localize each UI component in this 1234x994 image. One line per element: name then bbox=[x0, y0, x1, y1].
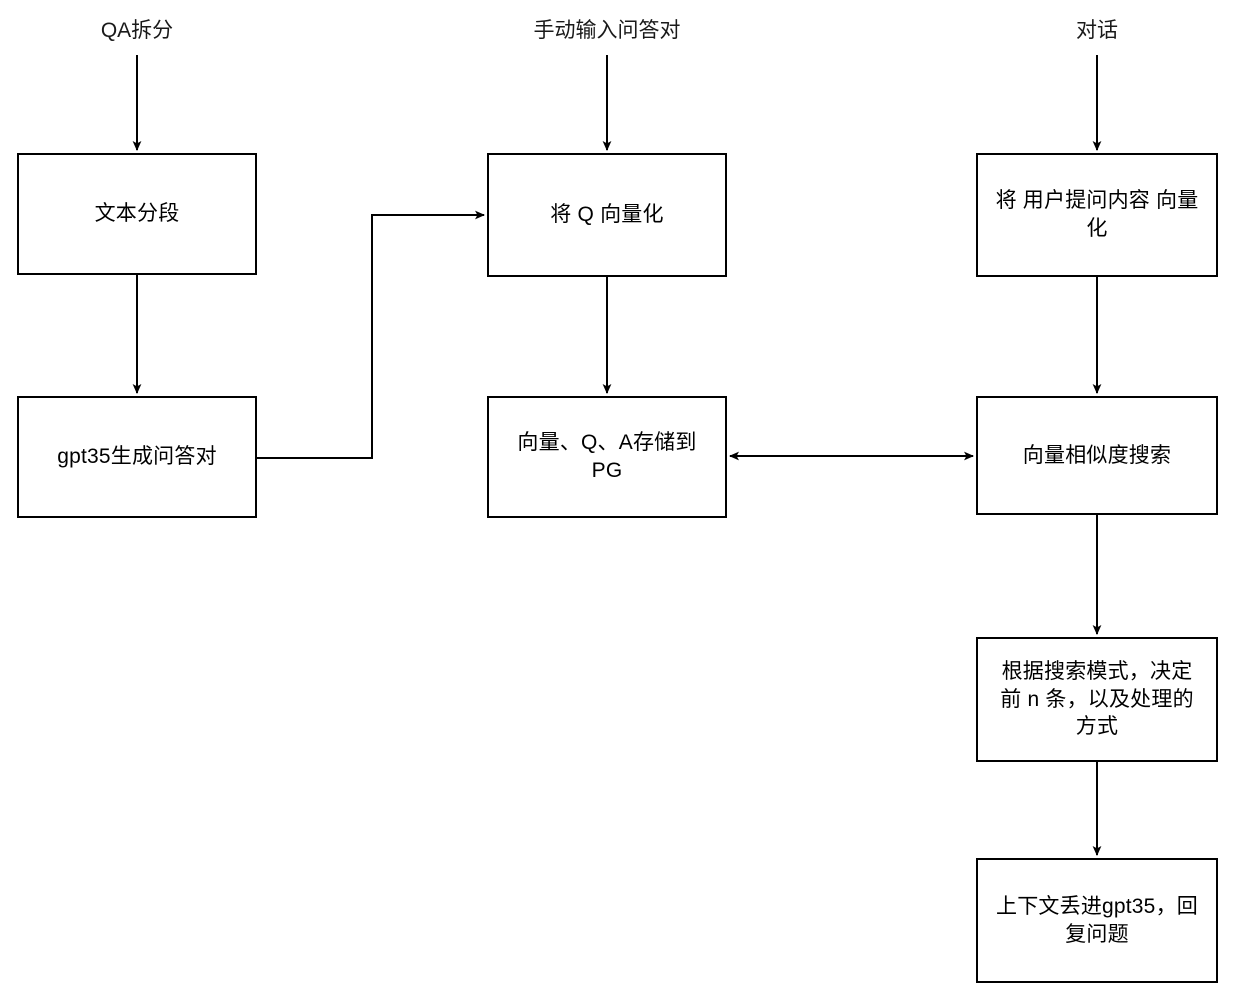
node-vector-similarity-search[interactable]: 向量相似度搜索 bbox=[976, 396, 1218, 515]
entry-label-dialogue: 对话 bbox=[1076, 19, 1118, 42]
node-store-to-pg[interactable]: 向量、Q、A存储到 PG bbox=[487, 396, 727, 518]
entry-label-qa-split: QA拆分 bbox=[100, 19, 174, 42]
node-vectorize-user-question[interactable]: 将 用户提问内容 向量 化 bbox=[976, 153, 1218, 277]
connector-gpt35-to-vectorize-q bbox=[257, 210, 485, 459]
node-context-to-gpt35[interactable]: 上下文丢进gpt35，回 复问题 bbox=[976, 858, 1218, 983]
node-gpt35-generate-qa[interactable]: gpt35生成问答对 bbox=[17, 396, 257, 518]
node-text-chunking[interactable]: 文本分段 bbox=[17, 153, 257, 275]
entry-label-manual-qa: 手动输入问答对 bbox=[533, 19, 681, 42]
node-search-mode-topn[interactable]: 根据搜索模式，决定 前 n 条，以及处理的 方式 bbox=[976, 637, 1218, 762]
node-vectorize-q[interactable]: 将 Q 向量化 bbox=[487, 153, 727, 277]
